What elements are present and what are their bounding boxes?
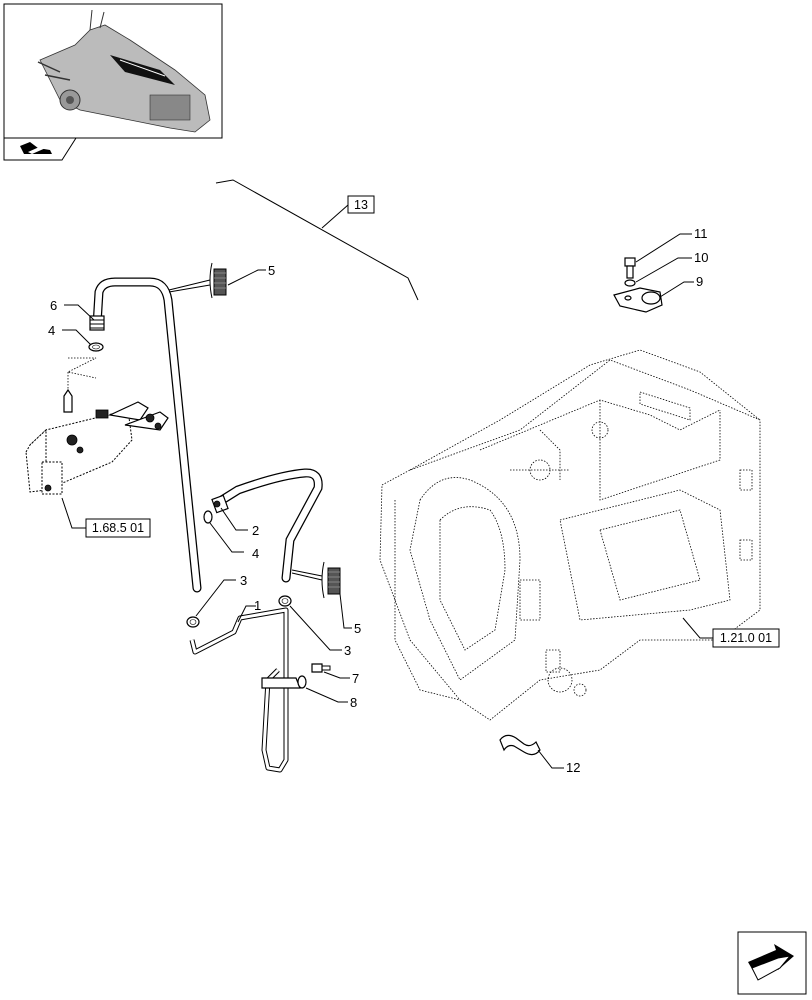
clip-12	[499, 734, 541, 756]
seal-ring-left	[186, 616, 200, 628]
callout-5-upper: 5	[268, 263, 275, 278]
callout-2: 2	[252, 523, 259, 538]
seal-ring-middle	[203, 510, 213, 524]
housing-ref-text: 1.21.0 01	[720, 631, 772, 645]
callout-4-lower: 4	[252, 546, 259, 561]
bolt-11	[624, 257, 636, 279]
protective-sleeve-upper	[168, 262, 227, 299]
protective-sleeve-lower	[291, 561, 341, 599]
callout-9: 9	[696, 274, 703, 289]
seal-ring-right	[278, 595, 292, 607]
callout-12: 12	[566, 760, 580, 775]
valve-ref-label: 1.68.5 01	[61, 497, 151, 538]
seal-ring-upper	[88, 342, 104, 352]
washer-8	[297, 675, 307, 689]
connection-dashed-line	[66, 357, 97, 395]
callout-8: 8	[350, 695, 357, 710]
callout-4-upper: 4	[48, 323, 55, 338]
callout-5-lower: 5	[354, 621, 361, 636]
hydraulic-pipe-short	[211, 468, 323, 583]
bent-pipe-1	[189, 607, 301, 773]
callout-6: 6	[50, 298, 57, 313]
previous-page-arrow-icon[interactable]	[3, 137, 77, 161]
callout-labels: 5 6 4 2 4 3 1 5 3 7 8 11 10	[48, 226, 708, 775]
assembly-number-13: 13	[354, 198, 368, 212]
callout-7: 7	[352, 671, 359, 686]
valve-ref-text: 1.68.5 01	[92, 521, 144, 535]
transmission-housing	[379, 349, 761, 721]
assembly-leader: 13	[215, 179, 419, 301]
overview-thumbnail	[3, 3, 223, 139]
callout-3-right: 3	[344, 643, 351, 658]
control-valve-block	[25, 388, 169, 495]
tractor-transmission-thumbnail-icon	[37, 9, 211, 133]
callout-11: 11	[694, 226, 708, 241]
washer-10	[624, 279, 636, 287]
next-page-arrow-icon[interactable]	[737, 931, 807, 995]
bracket-9	[613, 287, 663, 313]
callout-10: 10	[694, 250, 708, 265]
housing-ref-label: 1.21.0 01	[682, 617, 780, 648]
callout-1: 1	[254, 598, 261, 613]
callout-3-left: 3	[240, 573, 247, 588]
bolt-7	[311, 663, 331, 673]
